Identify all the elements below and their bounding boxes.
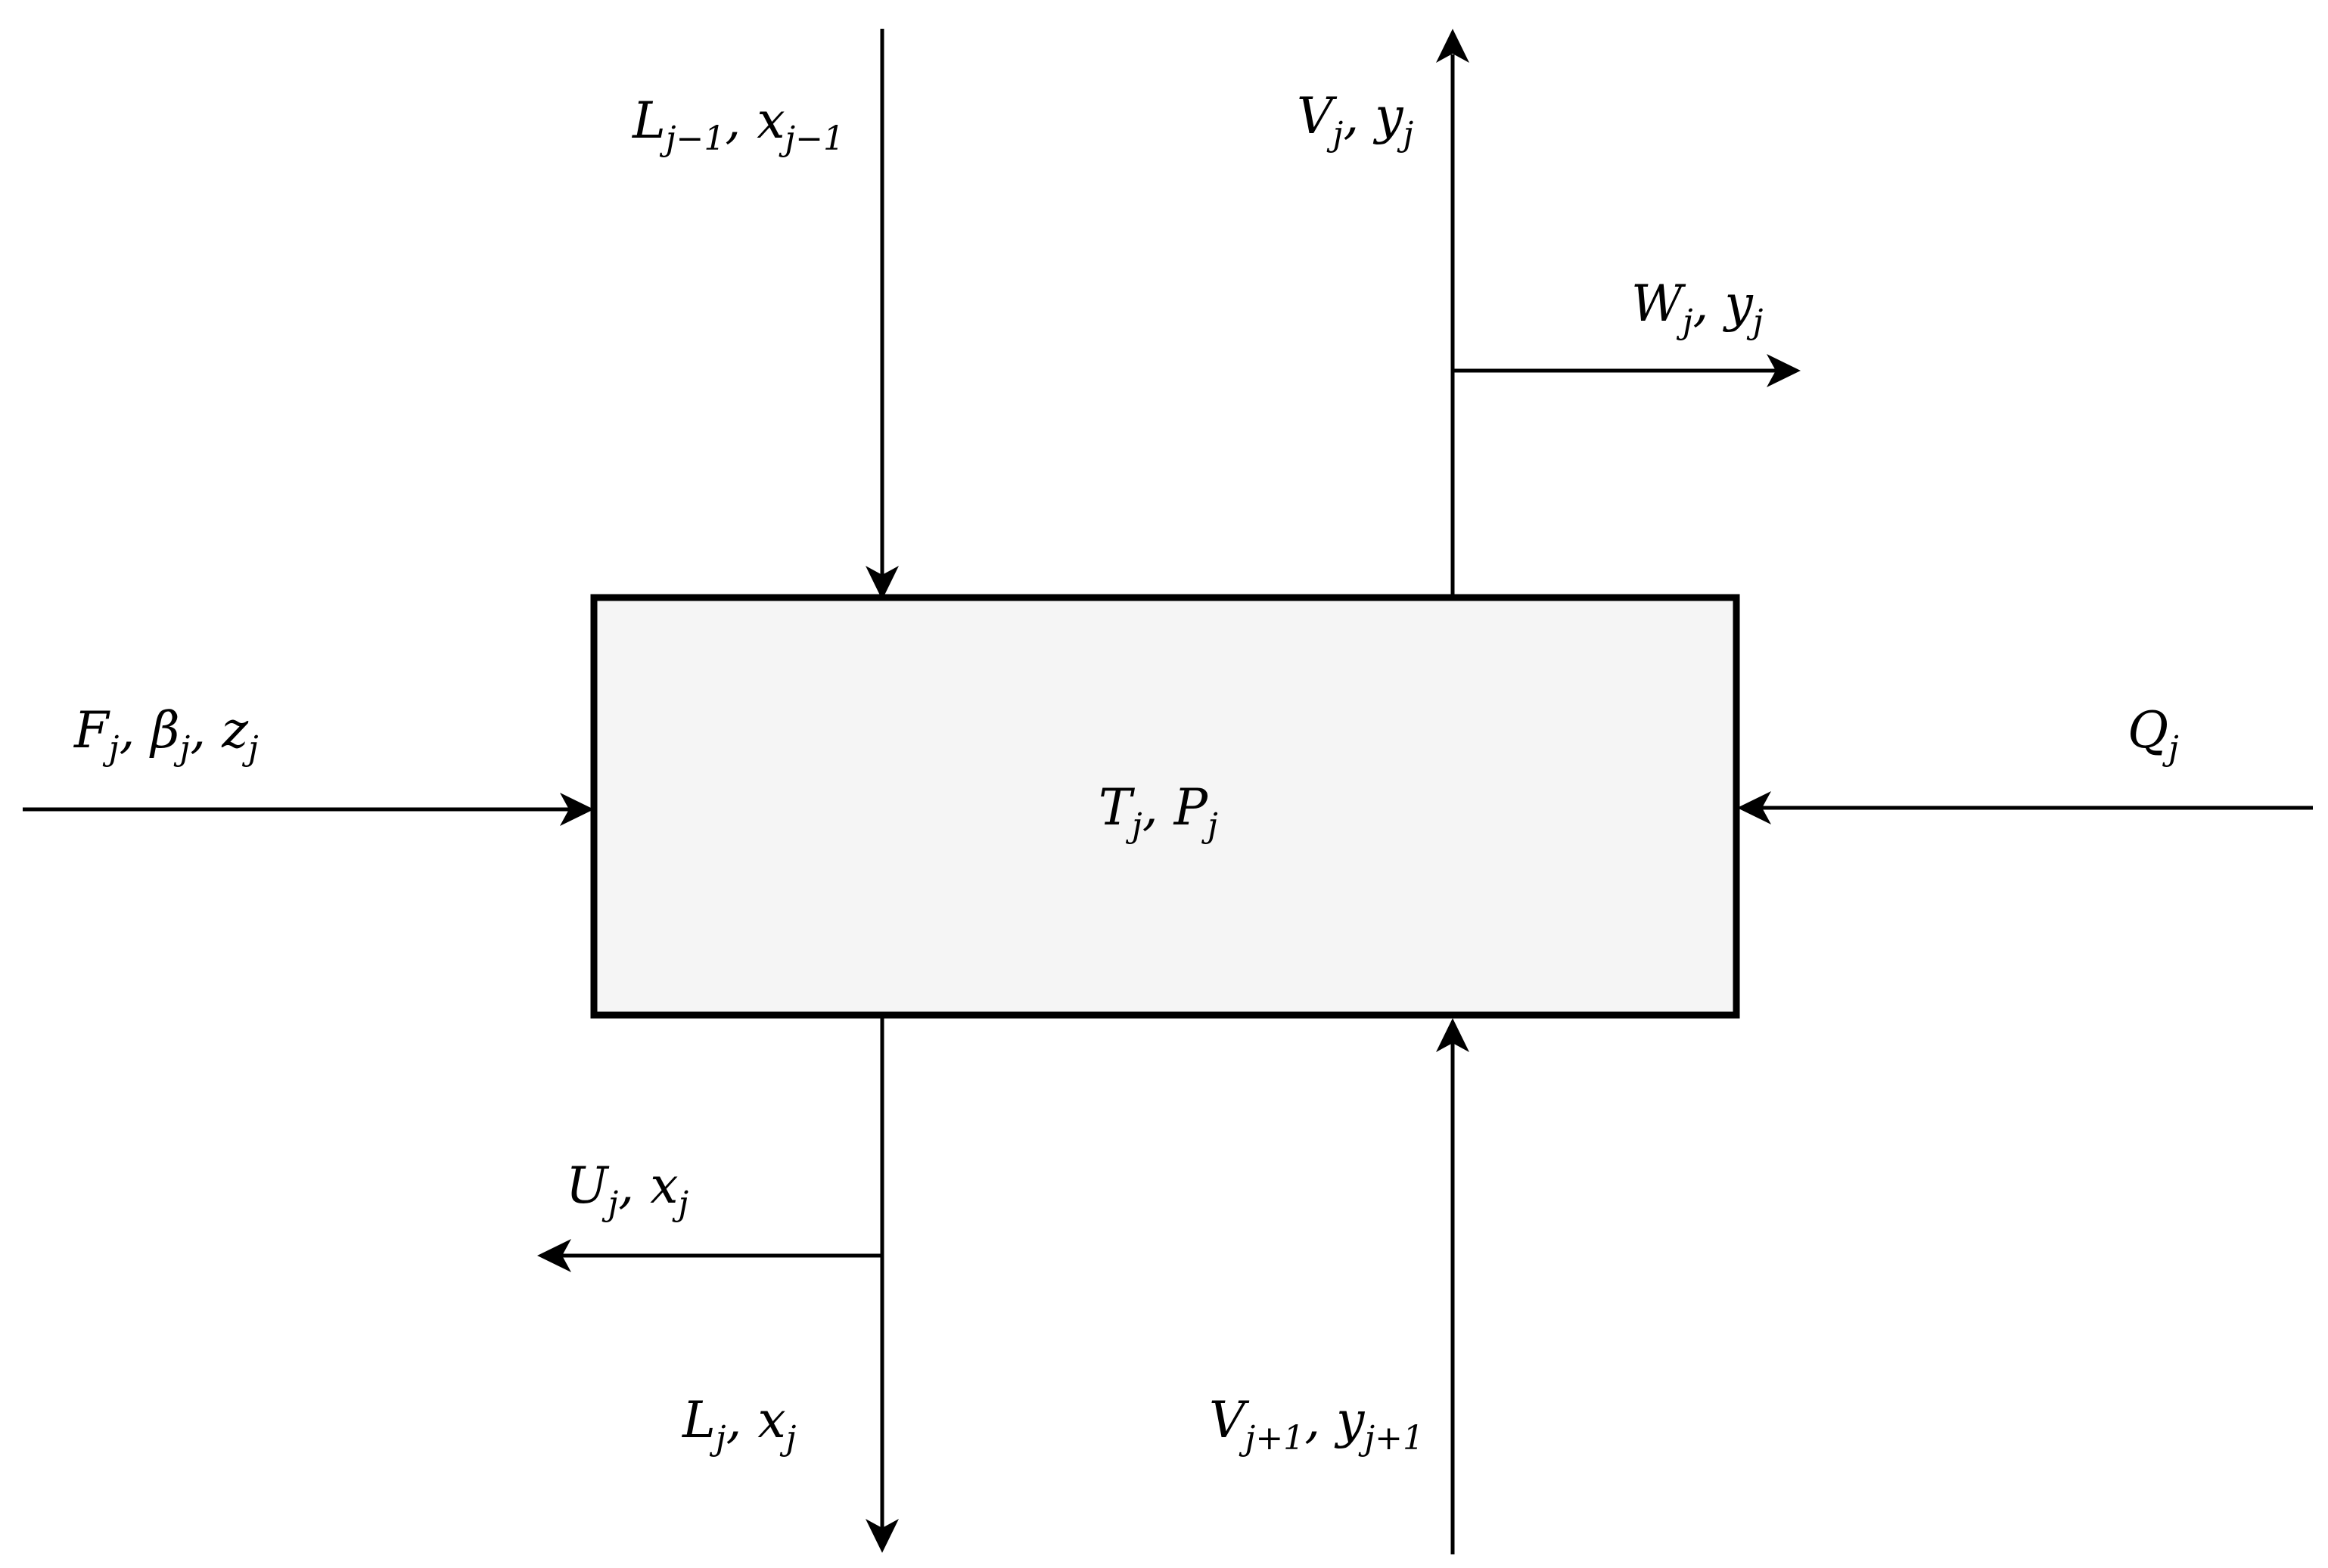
- stage-label: Tj, Pj: [1099, 778, 1218, 845]
- liquid-out-label: Lj, xj: [682, 1391, 796, 1458]
- liquid-side-label: Uj, xj: [566, 1157, 688, 1223]
- vapor-out-label: Vj, yj: [1297, 87, 1413, 154]
- stage-box: [590, 594, 1740, 1019]
- heat-label: Qj: [2128, 701, 2179, 768]
- vapor-in-label: Vj+1, yj+1: [1209, 1391, 1424, 1458]
- feed-arrowhead: [560, 793, 594, 826]
- liquid-side-arrowhead: [537, 1239, 571, 1272]
- liquid-out-arrowhead: [866, 1519, 899, 1553]
- vapor-side-arrowhead: [1767, 354, 1801, 387]
- liquid-in-arrowhead: [866, 566, 899, 600]
- vapor-in-arrowhead: [1436, 1018, 1469, 1052]
- vapor-side-label: Wj, yj: [1631, 275, 1763, 341]
- vapor-out-arrowhead: [1436, 29, 1469, 63]
- heat-arrowhead: [1737, 791, 1771, 824]
- liquid-in-label: Lj−1, xj−1: [632, 92, 844, 158]
- feed-label: Fj, βj, zj: [73, 701, 259, 768]
